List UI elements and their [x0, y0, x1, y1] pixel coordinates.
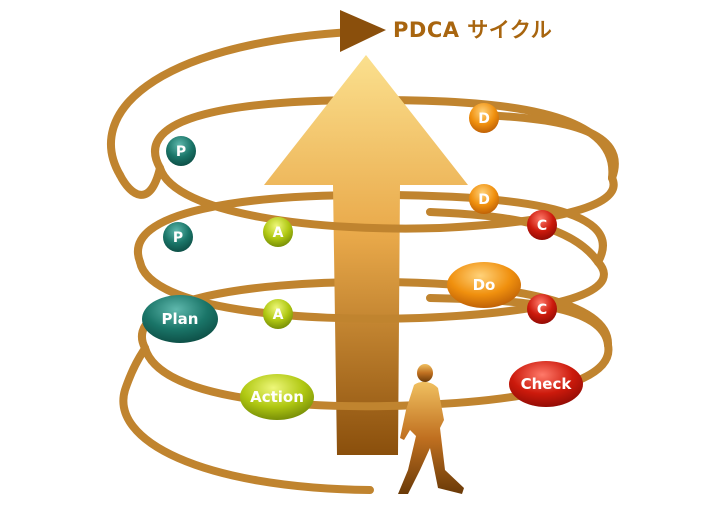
- node-check-large: Check: [509, 361, 583, 407]
- node-c-mid-label: C: [537, 218, 547, 234]
- node-do-large-label: Do: [473, 276, 496, 294]
- node-p-mid-label: P: [173, 230, 183, 246]
- node-c-mid: C: [527, 210, 557, 240]
- node-c-low: C: [527, 294, 557, 324]
- node-do-large: Do: [447, 262, 521, 308]
- node-plan-large: Plan: [142, 295, 218, 343]
- node-p-mid: P: [163, 222, 193, 252]
- node-a-low: A: [263, 299, 293, 329]
- node-a-low-label: A: [273, 307, 284, 323]
- walking-person-icon: [398, 364, 464, 494]
- node-c-low-label: C: [537, 302, 547, 318]
- node-p-top-label: P: [176, 144, 186, 160]
- upward-arrow-icon: [264, 55, 468, 455]
- spiral-arrowhead-icon: [340, 10, 386, 52]
- node-d-mid: D: [469, 184, 499, 214]
- node-check-large-label: Check: [521, 375, 573, 393]
- node-a-mid: A: [263, 217, 293, 247]
- node-d-top: D: [469, 103, 499, 133]
- node-plan-large-label: Plan: [162, 310, 199, 328]
- diagram-title: PDCA サイクル: [393, 18, 553, 42]
- node-a-mid-label: A: [273, 225, 284, 241]
- node-p-top: P: [166, 136, 196, 166]
- node-d-mid-label: D: [478, 192, 490, 208]
- node-action-large: Action: [240, 374, 314, 420]
- node-d-top-label: D: [478, 111, 490, 127]
- node-action-large-label: Action: [250, 388, 304, 406]
